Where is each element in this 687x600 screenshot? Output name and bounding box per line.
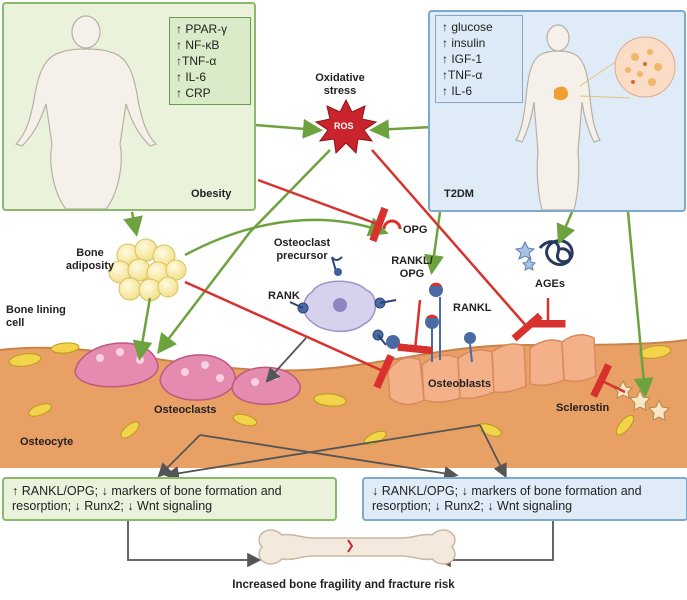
t2dm-body-illustration: [515, 24, 676, 210]
t2dm-marker: ↑ IL-6: [442, 84, 473, 98]
obesity-marker: ↑ IL-6: [176, 70, 207, 84]
t2dm-marker: ↑ insulin: [442, 36, 486, 50]
rankl-opg-label: RANKL/ OPG: [391, 255, 433, 280]
osteoblast-cells: [387, 334, 597, 406]
t2dm-marker: ↑ glucose: [442, 20, 493, 34]
t2dm-label: T2DM: [444, 188, 474, 200]
t2dm-summary-box: ↓ RANKL/OPG; ↓ markers of bone formation…: [362, 477, 687, 521]
ages-molecule: [538, 239, 574, 266]
obesity-marker-list: ↑ PPAR-γ ↑ NF-κB ↑TNF-α ↑ IL-6 ↑ CRP: [169, 17, 251, 105]
obesity-marker: ↑ NF-κB: [176, 38, 220, 52]
obesity-marker: ↑TNF-α: [176, 54, 217, 68]
obesity-summary-box: ↑ RANKL/OPG; ↓ markers of bone formation…: [2, 477, 337, 521]
osteocyte-label: Osteocyte: [20, 436, 74, 448]
t2dm-marker: ↑ IGF-1: [442, 52, 483, 66]
bone-icon: [258, 529, 456, 565]
obese-body-illustration: [14, 15, 158, 209]
t2dm-marker-list: ↑ glucose ↑ insulin ↑ IGF-1 ↑TNF-α ↑ IL-…: [435, 15, 523, 103]
fat-cell-cluster: [108, 238, 187, 302]
rankl-label: RANKL: [453, 302, 492, 314]
sclerostin-stars: [612, 379, 671, 421]
obesity-marker: ↑ CRP: [176, 86, 211, 100]
obesity-panel: Obesity ↑ PPAR-γ ↑ NF-κB ↑TNF-α ↑ IL-6 ↑…: [2, 2, 256, 211]
rank-label: RANK: [268, 290, 300, 302]
bone-adiposity-label: Bone adiposity: [65, 247, 115, 272]
opg-label: OPG: [403, 224, 428, 236]
osteoclast-precursor-label: Osteoclast precursor: [273, 237, 331, 262]
ages-label: AGEs: [535, 278, 565, 290]
outcome-label: Increased bone fragility and fracture ri…: [232, 579, 455, 591]
osteocyte-cells: [8, 342, 672, 446]
ros-burst: [314, 98, 378, 155]
bone-lining-cell-label: Bone lining cell: [6, 304, 66, 329]
osteoclasts-label: Osteoclasts: [154, 404, 217, 416]
t2dm-panel: ↑ glucose ↑ insulin ↑ IGF-1 ↑TNF-α ↑ IL-…: [428, 10, 686, 212]
oxidative-stress-label: Oxidative stress: [315, 72, 365, 97]
rankl-opg-complexes: [382, 219, 476, 363]
obesity-marker: ↑ PPAR-γ: [176, 22, 228, 36]
sclerostin-label: Sclerostin: [556, 402, 610, 414]
ros-label: ROS: [334, 121, 354, 131]
t2dm-marker: ↑TNF-α: [442, 68, 483, 82]
obesity-label: Obesity: [191, 188, 232, 200]
osteoblasts-label: Osteoblasts: [428, 378, 491, 390]
